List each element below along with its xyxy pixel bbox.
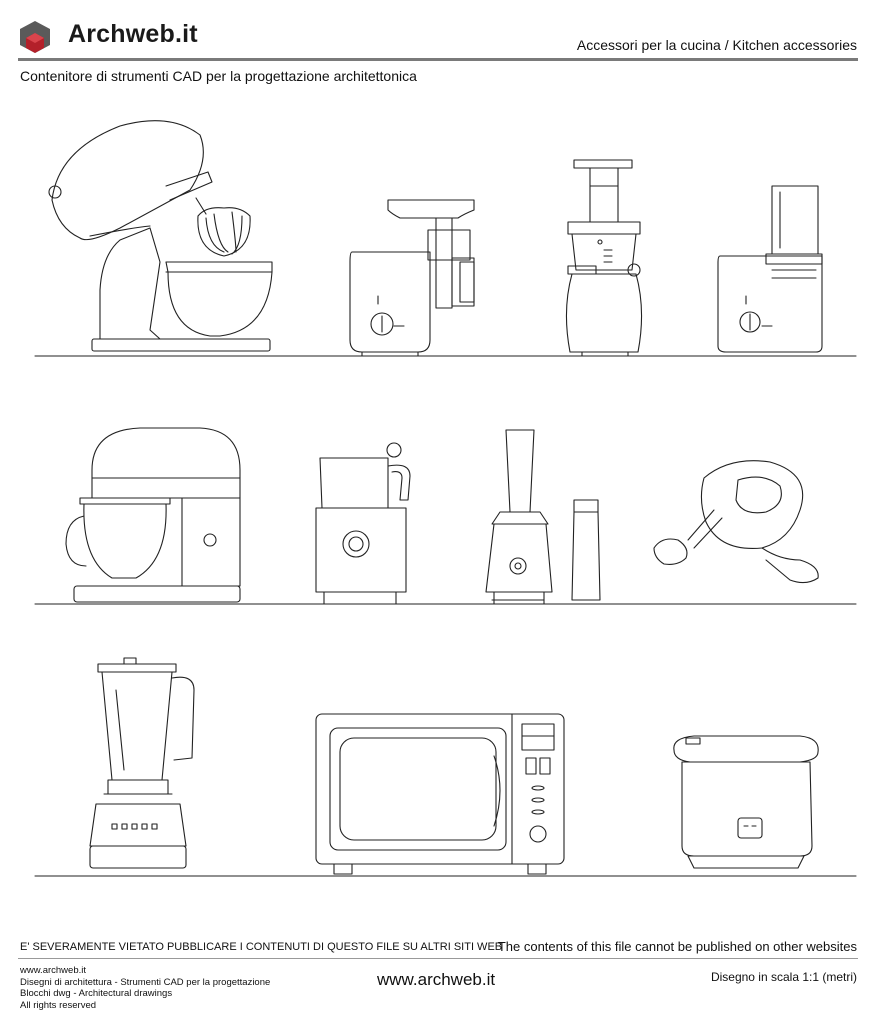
stand-mixer-drawing	[48, 120, 273, 352]
footer-info-line: Disegni di architettura - Strumenti CAD …	[20, 976, 271, 988]
page-category: Accessori per la cucina / Kitchen access…	[576, 37, 857, 53]
page-subtitle: Contenitore di strumenti CAD per la prog…	[20, 68, 417, 84]
footer-info-line: www.archweb.it	[20, 965, 86, 976]
footer-rule	[18, 958, 858, 959]
footer-site-link[interactable]: www.archweb.it	[377, 970, 496, 989]
footer-info-line: All rights reserved	[20, 999, 97, 1011]
countertop-blender-drawing	[89, 657, 195, 869]
footer-info-line: Blocchi dwg - Architectural drawings	[20, 988, 173, 999]
bowl-lift-mixer-drawing	[65, 427, 241, 603]
coffee-grinder-drawing	[717, 185, 823, 353]
brand-name[interactable]: Archweb.it	[68, 20, 198, 48]
slow-juicer-drawing	[565, 159, 643, 357]
footer-info: www.archweb.it Disegni di architettura -…	[20, 965, 270, 1011]
rice-cooker-drawing	[673, 735, 819, 869]
milk-frother-drawing	[315, 442, 411, 605]
hand-mixer-drawing	[653, 460, 819, 584]
archweb-logo-icon	[20, 21, 50, 53]
personal-blender-drawing	[485, 429, 601, 605]
drawing-scale: Disegno in scala 1:1 (metri)	[710, 970, 857, 984]
header-rule	[18, 58, 858, 61]
copyright-notice-it: E' SEVERAMENTE VIETATO PUBBLICARE I CONT…	[20, 941, 503, 953]
meat-grinder-drawing	[349, 199, 475, 357]
copyright-notice-en: The contents of this file cannot be publ…	[497, 939, 857, 954]
microwave-drawing	[315, 713, 565, 875]
